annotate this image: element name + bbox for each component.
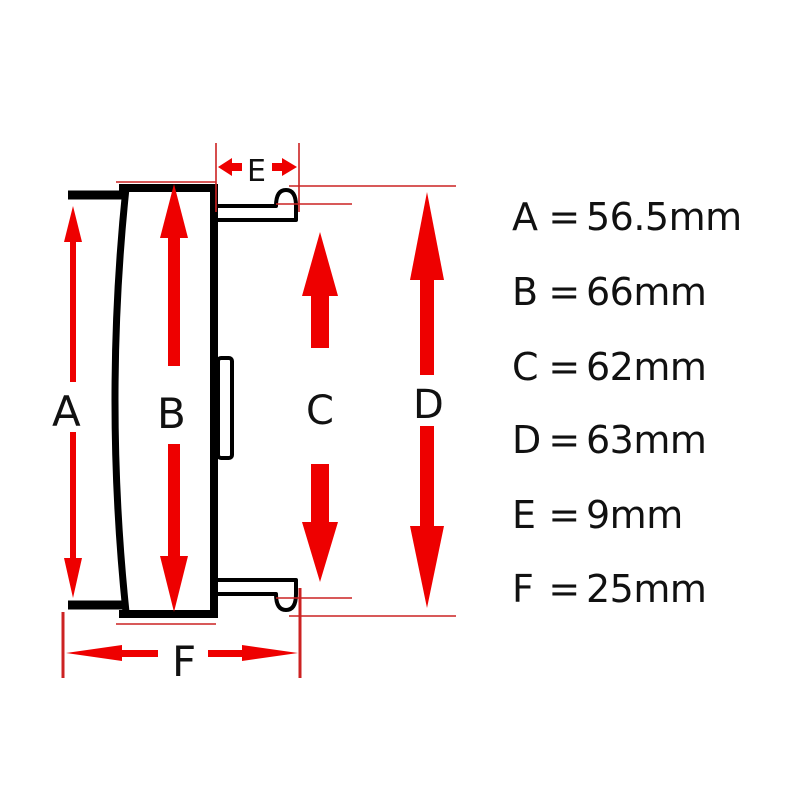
label-B: B <box>157 389 186 438</box>
label-E: E <box>247 154 266 189</box>
spec-row-B: B=66mm <box>512 267 707 317</box>
spec-row-A: A=56.5mm <box>512 192 742 242</box>
arrow-D <box>410 192 444 608</box>
spec-key: C <box>512 345 539 389</box>
label-C: C <box>306 388 334 434</box>
arrow-E <box>218 158 297 176</box>
spec-equals: = <box>548 493 580 537</box>
spec-value: 66mm <box>586 270 707 314</box>
dimension-arrows <box>64 158 444 661</box>
spec-equals: = <box>548 418 580 462</box>
spec-row-C: C=62mm <box>512 342 707 392</box>
arrow-A <box>64 206 82 598</box>
arrow-C <box>302 232 338 582</box>
spec-value: 62mm <box>586 345 707 389</box>
spec-row-D: D=63mm <box>512 415 707 465</box>
cap-profile <box>68 184 298 618</box>
spec-key: E <box>512 493 536 537</box>
guide-lines <box>61 143 456 678</box>
label-A: A <box>52 387 81 436</box>
spec-value: 25mm <box>586 567 707 611</box>
spec-equals: = <box>548 345 580 389</box>
spec-key: B <box>512 270 538 314</box>
label-D: D <box>413 382 444 428</box>
spec-equals: = <box>548 270 580 314</box>
arrow-F <box>66 645 298 661</box>
spec-row-E: E =9mm <box>512 490 683 540</box>
spec-value: 63mm <box>586 418 707 462</box>
spec-value: 56.5mm <box>586 195 742 239</box>
label-F: F <box>172 637 196 686</box>
spec-key: D <box>512 418 541 462</box>
spec-row-F: F =25mm <box>512 564 707 614</box>
spec-equals: = <box>548 567 580 611</box>
spec-key: F <box>512 567 534 611</box>
arrow-B <box>160 184 188 612</box>
spec-value: 9mm <box>586 493 683 537</box>
spec-equals: = <box>548 195 580 239</box>
spec-key: A <box>512 195 538 239</box>
